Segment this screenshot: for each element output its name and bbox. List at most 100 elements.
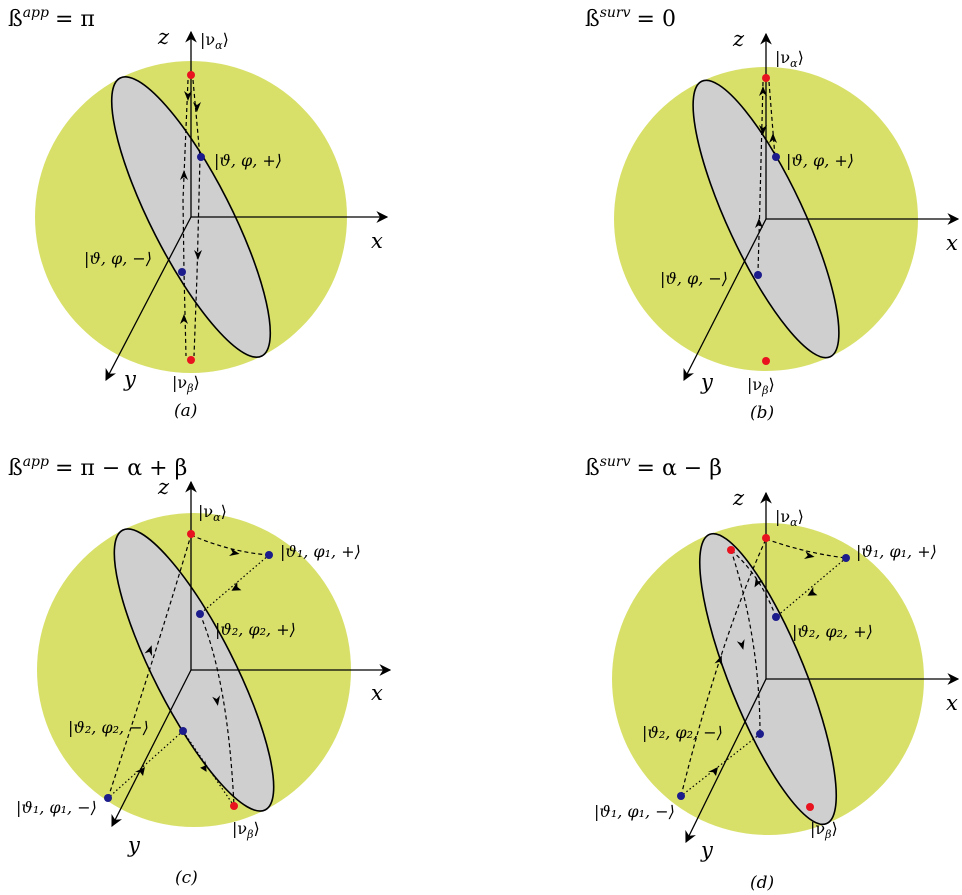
eigen-2-plus-dot — [772, 613, 780, 621]
path-2minus-to-1minus — [680, 733, 761, 797]
arrowhead — [229, 548, 240, 557]
nu-beta-dot — [762, 357, 770, 365]
eigen-minus-dot — [178, 268, 186, 276]
path-alpha-to-1plus — [190, 534, 270, 556]
panel-a-phase-title: ßapp= π — [8, 5, 95, 32]
eigen-1-plus-dot — [265, 551, 273, 559]
path-right — [768, 81, 776, 158]
eigen-minus-dot — [754, 271, 762, 279]
x-axis-label: x — [371, 681, 383, 705]
ket-nu-beta-label: |νβ⟩ — [172, 373, 200, 395]
ket-2-plus-label: |ϑ₂, φ₂, +⟩ — [215, 620, 296, 639]
ket-nu-alpha-label: |να⟩ — [775, 48, 804, 70]
arrowhead — [200, 760, 207, 772]
eigen-2-minus-dot — [756, 730, 764, 738]
arrowhead — [194, 250, 202, 260]
path-1minus-to-alpha — [107, 534, 192, 799]
x-axis-label: x — [946, 231, 958, 255]
arrowhead — [144, 645, 153, 657]
ket-nu-beta-label: |νβ⟩ — [810, 819, 838, 841]
ket-2-minus-label: |ϑ₂, φ₂, −⟩ — [68, 718, 149, 737]
eigen-2-minus-dot — [179, 727, 187, 735]
arrowhead — [180, 314, 188, 324]
y-axis — [685, 678, 767, 844]
y-axis — [683, 218, 767, 382]
ket-nu-alpha-label: |να⟩ — [198, 502, 227, 524]
ket-1-minus-label: |ϑ₁, φ₁, −⟩ — [594, 802, 675, 821]
path-1plus-to-2plus — [199, 554, 270, 615]
arrowhead — [736, 639, 745, 650]
panel-b: ßsurv= 0 z x y |να⟩ |νβ⟩ |ϑ, φ, +⟩ |ϑ, φ… — [585, 5, 960, 423]
y-axis-label: y — [127, 833, 141, 857]
nu-alpha-prime-dot — [727, 546, 735, 554]
y-axis — [111, 669, 192, 828]
ket-nu-alpha-label: |να⟩ — [775, 507, 804, 529]
arrowhead — [754, 576, 763, 588]
ket-2-minus-label: |ϑ₂, φ₂, −⟩ — [642, 723, 723, 742]
path-2plus-to-beta — [199, 613, 235, 807]
arrowhead — [755, 218, 763, 228]
ket-nu-alpha-label: |να⟩ — [200, 30, 229, 52]
panel-a: ßapp= π z x y |να⟩ |νβ⟩ |ϑ, φ, +⟩ |ϑ, φ,… — [8, 5, 389, 421]
arrowhead — [180, 170, 188, 180]
ket-2-plus-label: |ϑ₂, φ₂, +⟩ — [792, 622, 873, 641]
z-axis-label: z — [732, 486, 745, 510]
nu-alpha-dot — [762, 534, 770, 542]
path-beta-to-2minus — [182, 730, 235, 807]
x-axis-label: x — [371, 229, 383, 253]
eigen-plus-dot — [197, 153, 205, 161]
path-1minus-to-alpha — [680, 538, 767, 797]
eigen-1-minus-dot — [104, 794, 112, 802]
ket-plus-label: |ϑ, φ, +⟩ — [214, 151, 282, 170]
path-alpha-prime-to-2minus — [730, 549, 761, 735]
arrowhead — [807, 587, 818, 596]
ket-nu-beta-label: |νβ⟩ — [232, 819, 260, 841]
ket-minus-label: |ϑ, φ, −⟩ — [660, 269, 728, 288]
arrowhead — [184, 91, 192, 101]
arrowhead — [708, 767, 718, 776]
eigen-2-plus-dot — [196, 610, 204, 618]
nu-alpha-dot — [187, 530, 195, 538]
y-axis-label: y — [700, 370, 714, 394]
path-2minus-to-1minus — [107, 730, 184, 799]
path-alpha-to-1plus — [765, 538, 847, 559]
arrowhead — [135, 767, 145, 776]
eigen-1-plus-dot — [842, 554, 850, 562]
path-up-left — [182, 79, 189, 357]
panel-d-caption: (d) — [750, 873, 774, 893]
panel-c-caption: (c) — [175, 868, 198, 888]
panel-b-caption: (b) — [750, 403, 774, 423]
eigen-1-minus-dot — [677, 792, 685, 800]
ket-plus-label: |ϑ, φ, +⟩ — [786, 151, 854, 170]
y-axis-label: y — [700, 838, 714, 862]
arrowhead — [714, 655, 723, 667]
panel-b-phase-title: ßsurv= 0 — [585, 5, 676, 32]
panel-d-phase-title: ßsurv= α − β — [585, 454, 722, 481]
ket-1-plus-label: |ϑ₁, φ₁, +⟩ — [856, 542, 937, 561]
nu-beta-dot — [187, 356, 195, 364]
arrowhead — [804, 551, 815, 560]
panel-a-caption: (a) — [174, 401, 197, 421]
panel-d: ßsurv= α − β z x y |να⟩ |νβ⟩ |ϑ₁, φ₁, +⟩… — [585, 454, 960, 893]
z-axis-label: z — [157, 475, 170, 499]
y-axis — [105, 216, 192, 382]
path-down-right — [192, 79, 201, 357]
x-axis-label: x — [946, 691, 958, 715]
ket-nu-beta-label: |νβ⟩ — [747, 375, 775, 397]
arrowhead — [769, 133, 777, 143]
arrowhead — [212, 695, 221, 706]
arrowhead — [193, 102, 201, 112]
arrowhead — [759, 125, 767, 135]
nu-beta-dot — [806, 803, 814, 811]
ket-1-plus-label: |ϑ₁, φ₁, +⟩ — [280, 542, 361, 561]
nu-alpha-dot — [762, 74, 770, 82]
panel-c: ßapp= π − α + β z x y |να⟩ |νβ⟩ |ϑ₁, φ₁,… — [8, 454, 392, 888]
arrowhead — [759, 86, 767, 96]
arrowhead — [231, 582, 242, 591]
eigen-plus-dot — [772, 153, 780, 161]
path-1plus-to-2plus — [775, 557, 847, 618]
z-axis-label: z — [157, 25, 170, 49]
ket-1-minus-label: |ϑ₁, φ₁, −⟩ — [16, 798, 97, 817]
nu-beta-dot — [230, 802, 238, 810]
